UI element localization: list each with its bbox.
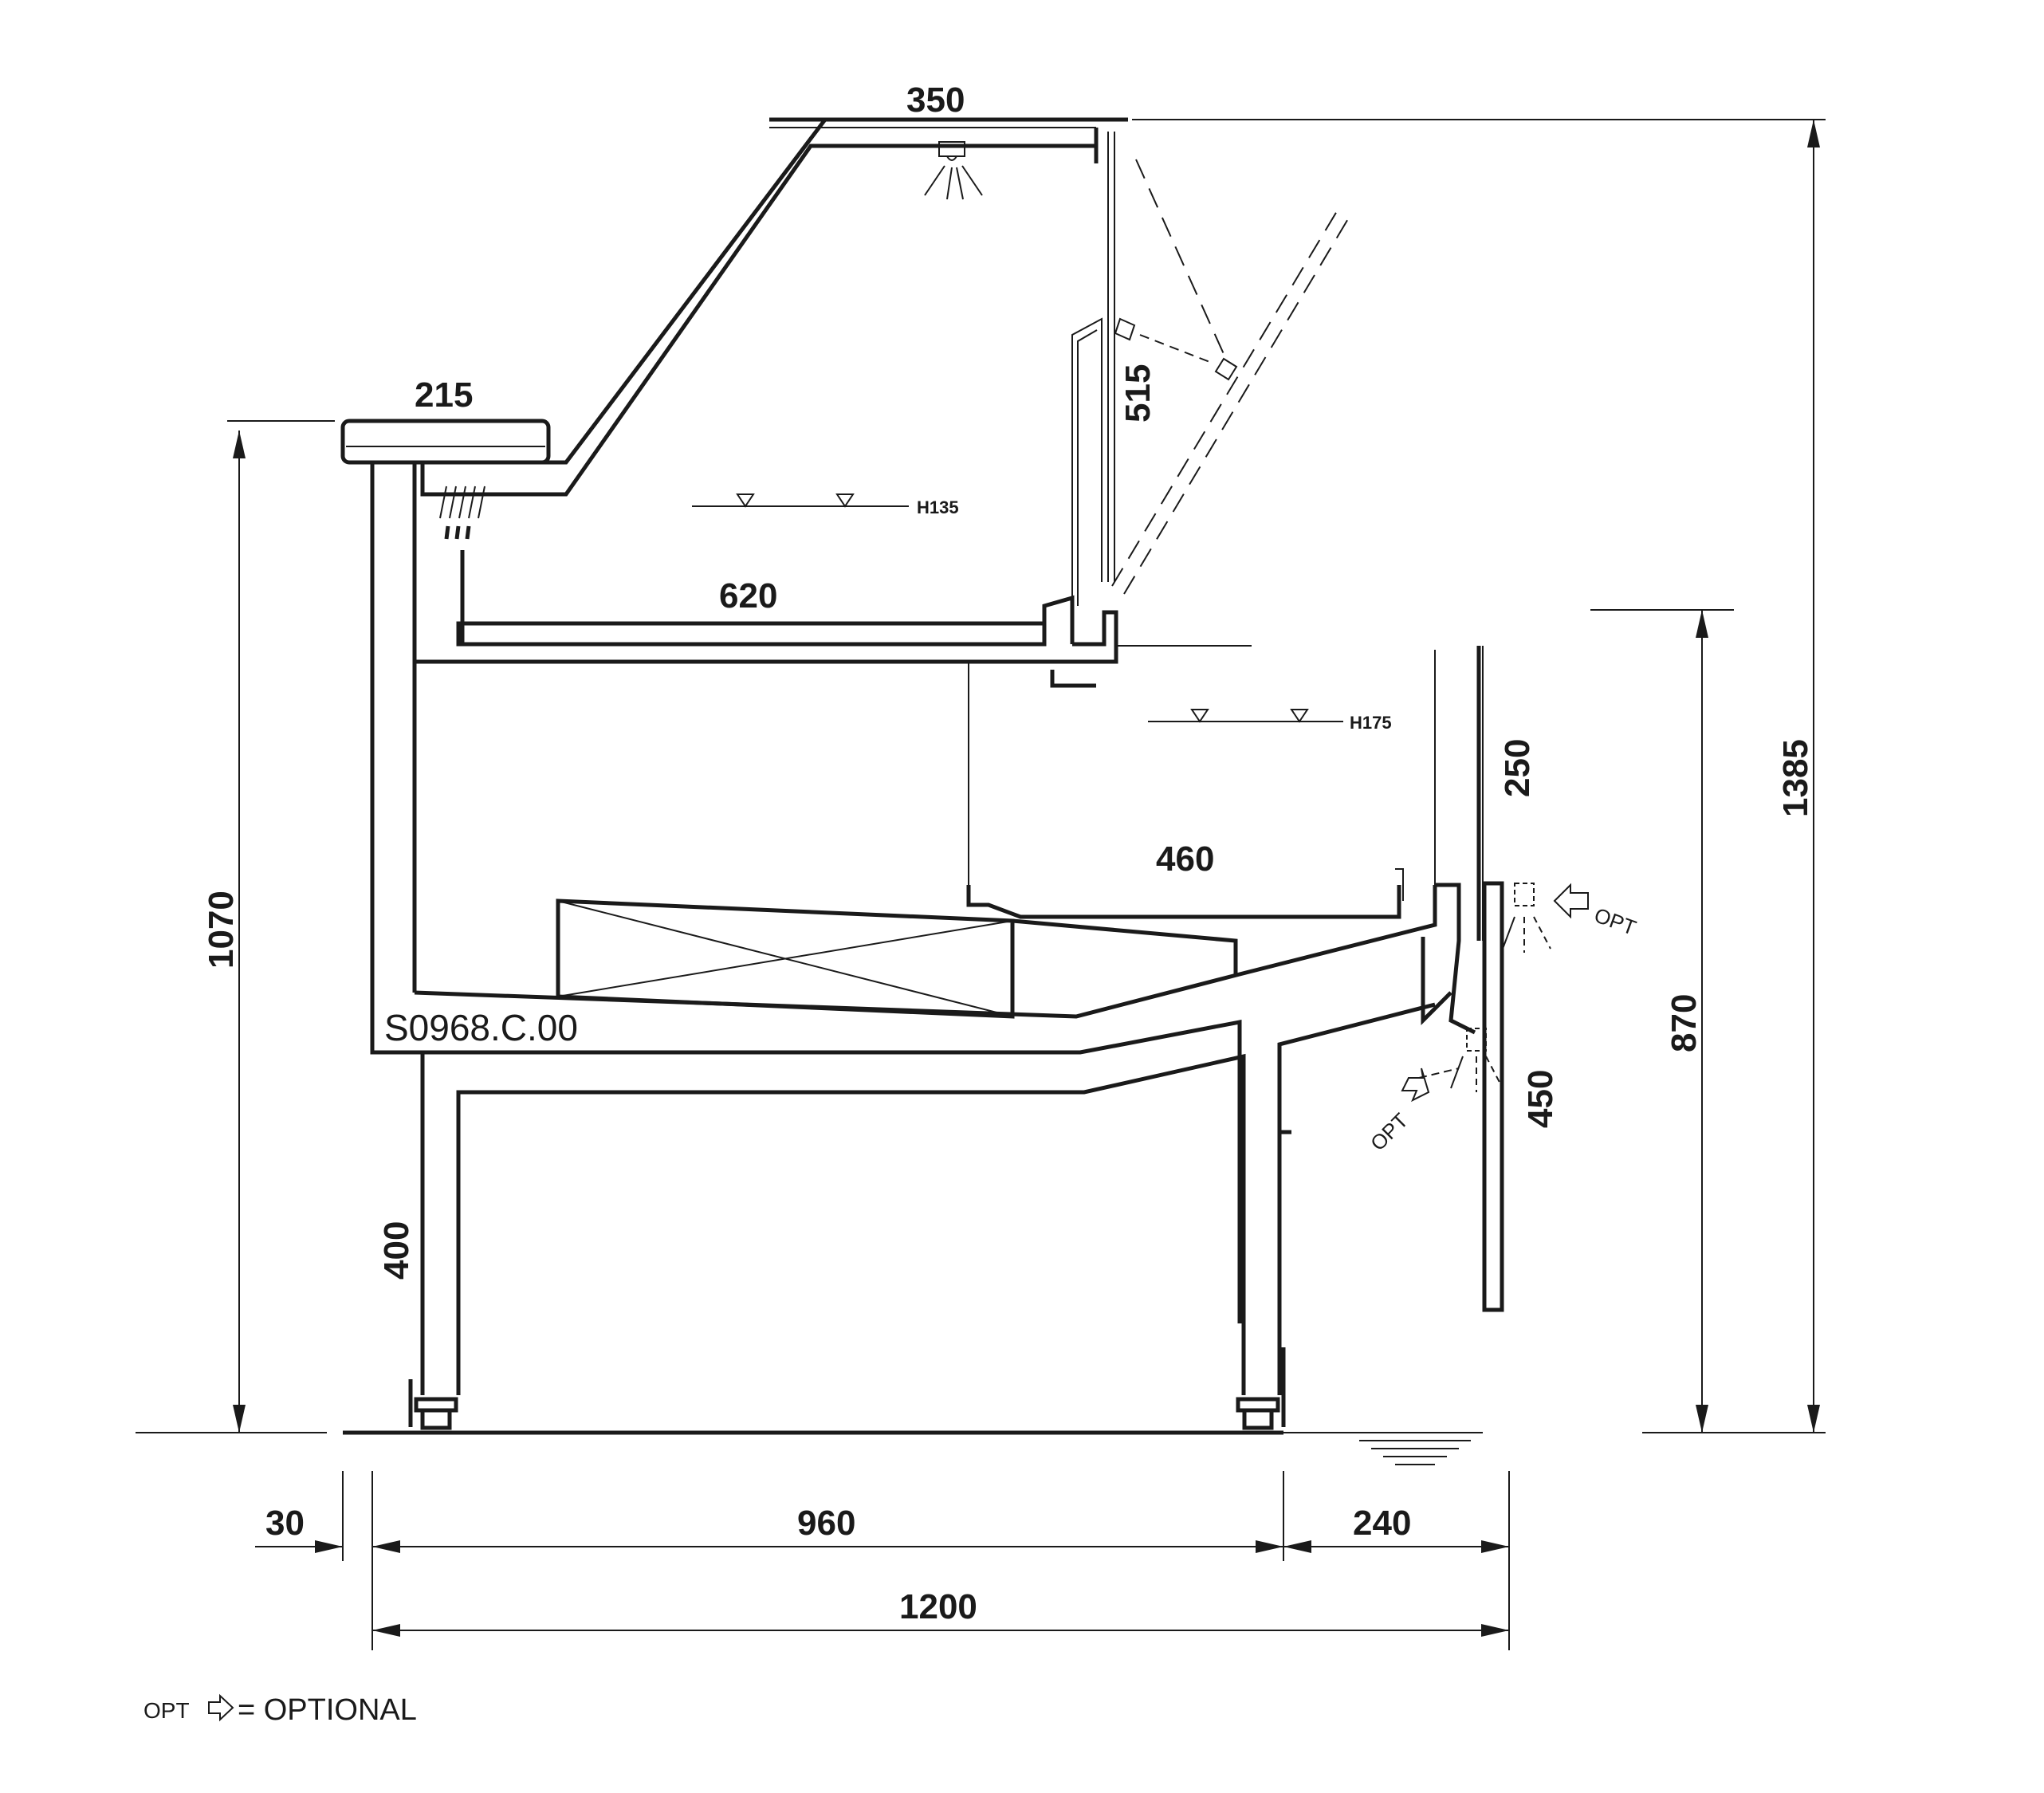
opt-arrow-icon: [1553, 883, 1589, 919]
dim-body-depth: 960: [797, 1504, 855, 1543]
dimension-lines: [136, 119, 1826, 1650]
dim-upper-shelf: 620: [719, 576, 777, 615]
level-marker-lower: H175: [1148, 709, 1392, 733]
feet: [408, 1347, 1286, 1430]
cabinet-outline: [340, 117, 1504, 1465]
dim-left-offset: 30: [265, 1504, 305, 1543]
legend: OPT = OPTIONAL: [143, 1693, 417, 1727]
drawing-code: S0968.C.00: [384, 1007, 578, 1048]
dim-canopy: 350: [906, 81, 965, 120]
dim-counter-height: 1070: [202, 891, 241, 969]
opt-label-lower: OPT: [1366, 1108, 1413, 1155]
dim-total-depth: 1200: [899, 1587, 977, 1626]
optional-light-lower: OPT: [1366, 1028, 1504, 1155]
dim-top-shelf: 215: [415, 376, 473, 415]
dim-front-depth: 240: [1353, 1504, 1411, 1543]
level-marker-upper: H135: [692, 493, 959, 517]
dimension-labels: 350 215 620 460 515 250 450 400 1070 870…: [202, 81, 1815, 1626]
opt-label-upper: OPT: [1591, 902, 1640, 940]
legend-text: = OPTIONAL: [238, 1693, 417, 1727]
rear-post: [370, 462, 1242, 1323]
upper-shelf: [456, 621, 1047, 647]
level-upper-label: H135: [917, 497, 959, 517]
dim-front-height: 870: [1665, 994, 1704, 1052]
front-panel: [1482, 881, 1504, 1312]
dim-front-glass: 250: [1498, 739, 1537, 797]
legend-arrow-icon: [208, 1693, 234, 1722]
vent-grille: [439, 486, 485, 540]
optional-light-upper: OPT: [1502, 883, 1640, 953]
dim-front-panel: 450: [1521, 1070, 1560, 1128]
opt-arrow-icon: [1401, 1068, 1430, 1103]
open-glass-position: [1111, 159, 1352, 595]
dim-glass-height: 515: [1118, 364, 1158, 423]
top-shelf: [340, 419, 551, 465]
level-lower-label: H175: [1350, 713, 1392, 733]
dim-lower-shelf: 460: [1156, 839, 1214, 879]
legend-abbr: OPT: [143, 1698, 190, 1723]
product-crate: [556, 898, 1238, 1019]
dim-base-height: 400: [377, 1221, 416, 1280]
dim-total-height: 1385: [1776, 739, 1815, 817]
ground-symbol: [1359, 1440, 1471, 1465]
